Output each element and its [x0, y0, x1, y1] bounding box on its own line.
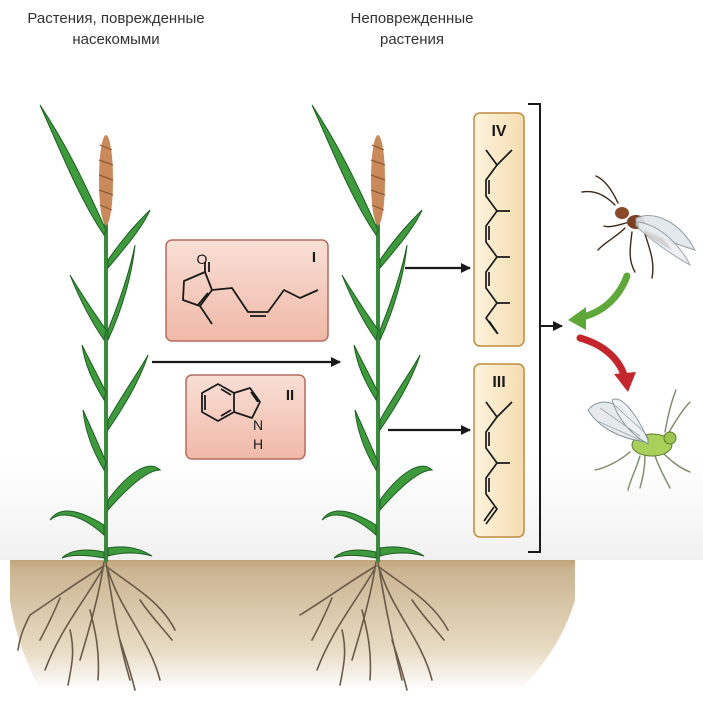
damaged-plant	[17, 104, 176, 691]
compound-II-structure	[201, 383, 261, 422]
compound-II-nitrogen: N	[253, 417, 263, 433]
compound-III-box: III	[473, 363, 525, 538]
compound-III-structure	[483, 401, 513, 525]
compound-I-oxygen: O	[197, 251, 208, 267]
wasp-icon	[581, 175, 697, 279]
attract-arrowhead	[568, 307, 586, 330]
compound-I-label: I	[312, 249, 316, 266]
undamaged-plants-title: Неповрежденные растения	[350, 10, 474, 48]
terpene-bracket	[528, 103, 541, 553]
damaged-plant-roots	[17, 561, 176, 691]
compound-III-label: III	[492, 374, 505, 391]
compound-II-box: N H II	[185, 374, 306, 460]
background-haze	[0, 460, 703, 560]
compound-II-hydrogen: H	[253, 436, 263, 452]
damaged-plants-title: Растения, поврежденные насекомыми	[27, 10, 205, 48]
compound-IV-label: IV	[491, 123, 506, 140]
damaged-plant-spike	[98, 135, 114, 225]
compound-I-structure	[182, 262, 319, 325]
undamaged-plant	[299, 104, 449, 691]
compound-IV-structure	[485, 149, 513, 335]
compound-IV-box: IV	[473, 112, 525, 347]
repel-arrowhead	[614, 372, 636, 392]
undamaged-plant-spike	[370, 135, 386, 225]
soil	[10, 560, 575, 690]
aphid-icon	[587, 389, 691, 491]
damaged-plant-leaves	[39, 104, 162, 559]
repel-arrow	[576, 334, 629, 382]
undamaged-plant-roots	[299, 561, 449, 691]
compound-I-box: O I	[165, 239, 329, 342]
compound-II-label: II	[286, 387, 294, 404]
undamaged-plant-leaves	[311, 104, 434, 559]
